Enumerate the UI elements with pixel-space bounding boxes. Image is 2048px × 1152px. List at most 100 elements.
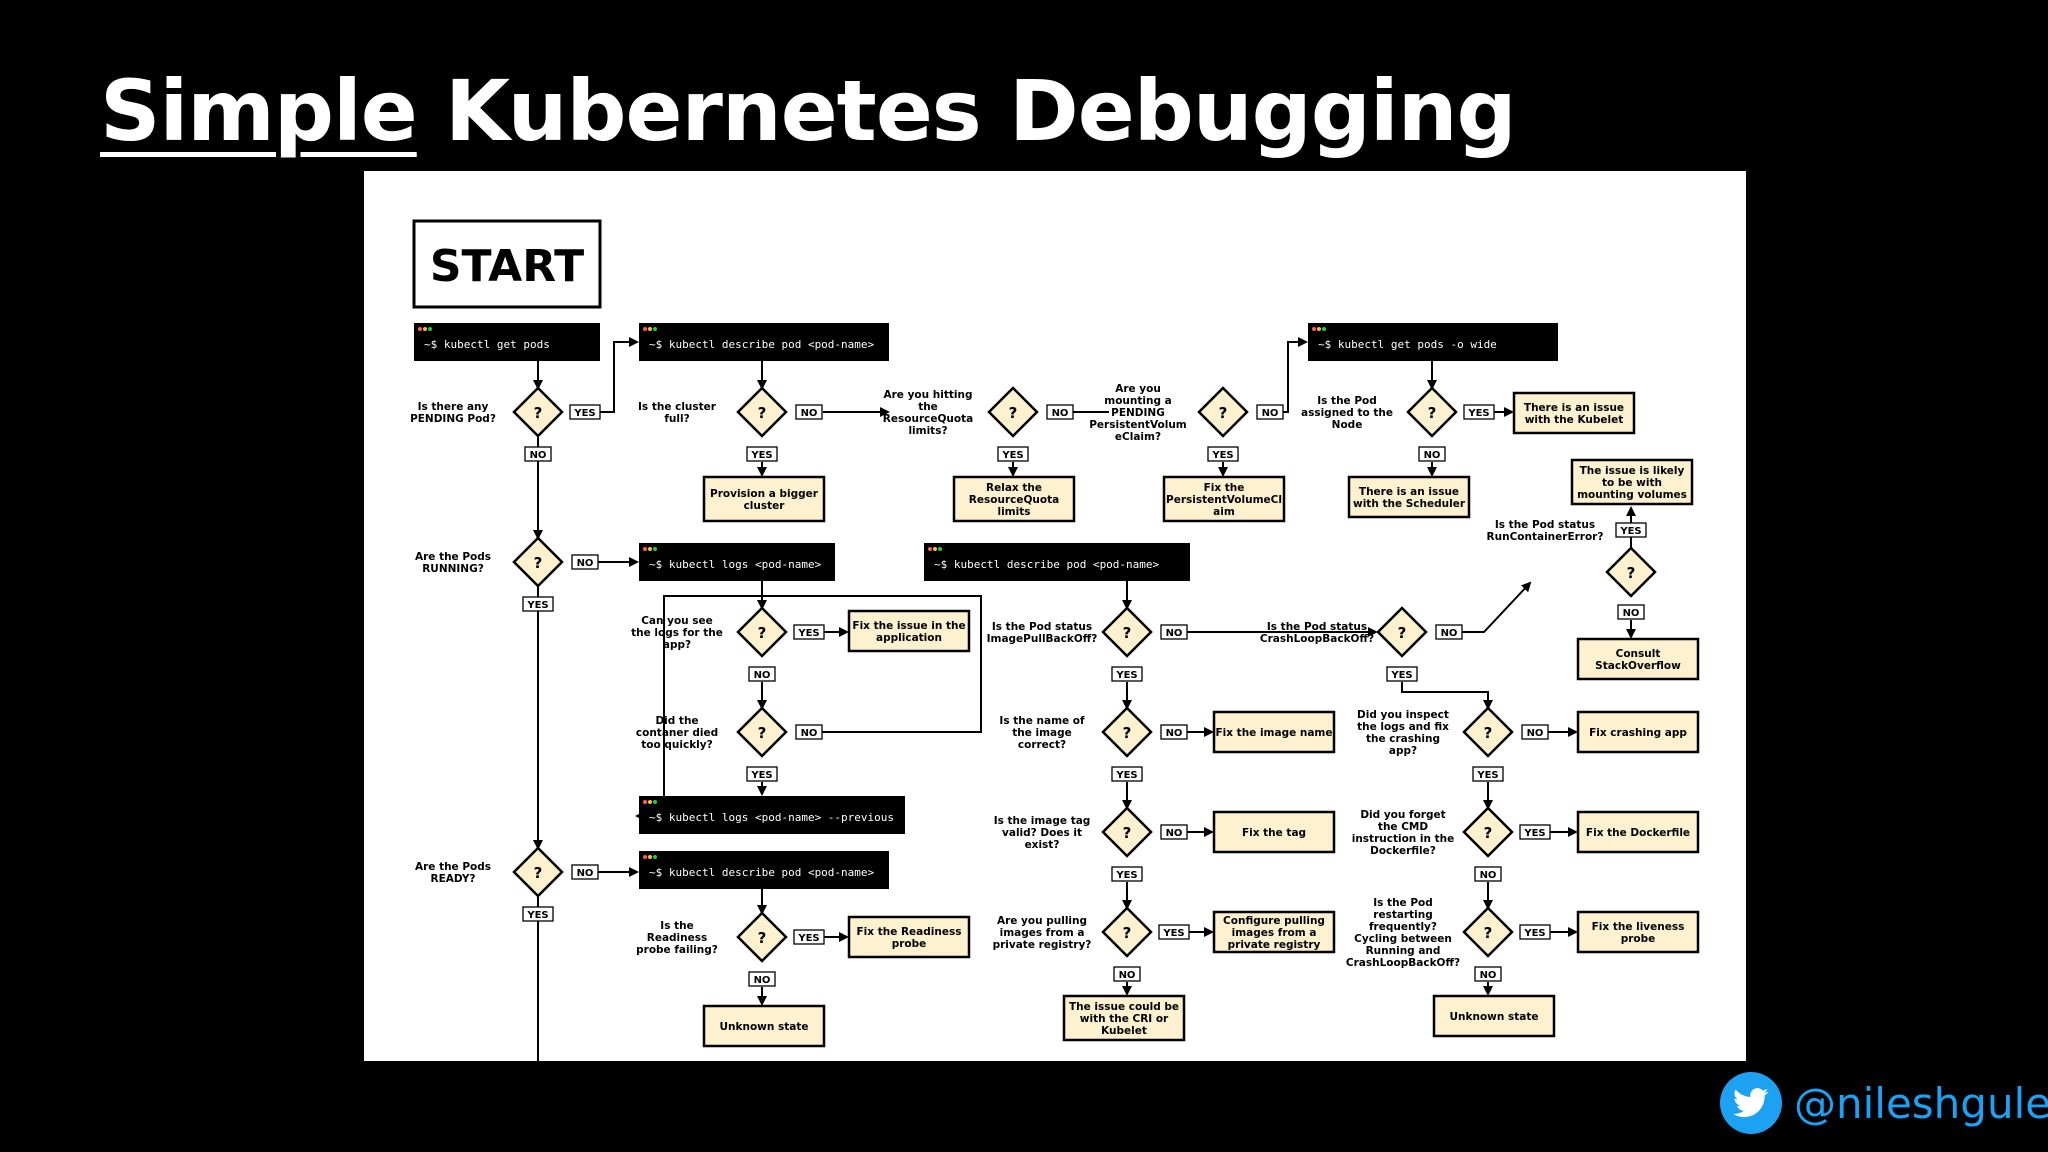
flowchart: START~$ kubectl get pods~$ kubectl descr… [410,219,1700,1061]
result-box [847,609,971,653]
branch-tag [795,724,823,740]
result-text: There is an issue [1359,486,1459,498]
branch-tag [1472,766,1504,782]
branch-label: YES [1619,526,1641,537]
terminal-box [1308,323,1558,361]
branch-tag [1521,724,1549,740]
result-box [952,475,1076,523]
branch-tag [1111,766,1143,782]
question-text: Is there any [418,401,489,413]
question-text: PENDING [1111,407,1165,419]
branch-tag [1207,446,1239,462]
window-dot-icon [648,855,652,859]
branch-tag [795,404,823,420]
question-text: correct? [1018,739,1066,751]
decision-mark: ? [1219,404,1228,422]
result-text: ResourceQuota [969,494,1059,506]
question-text: Are the Pods [415,861,491,873]
result-text: Kubelet [1101,1025,1147,1037]
result-text: probe [1621,933,1656,945]
decision-diamond [1376,606,1428,658]
branch-label: YES [750,450,772,461]
result-text: PersistentVolumeCl [1166,494,1282,506]
branch-label: YES [1390,670,1412,681]
question-text: instruction in the [1352,833,1455,845]
decision-diamond [736,386,788,438]
branch-label: NO [754,975,771,986]
result-text: Provision a bigger [710,488,819,500]
question-text: CrashLoopBackOff? [1260,633,1374,645]
result-box [1347,475,1471,519]
decision-mark: ? [1484,724,1493,742]
question-text: Running and [1366,945,1441,957]
branch-label: YES [1001,450,1023,461]
window-dot-icon [648,800,652,804]
window-dot-icon [653,855,657,859]
question-text: app? [663,639,691,651]
decision-diamond [1605,546,1657,598]
terminal-box [639,851,889,889]
question-text: Are the Pods [415,551,491,563]
twitter-handle[interactable]: @nileshgule [1720,1072,2048,1134]
decision-mark: ? [758,404,767,422]
question-text: Dockerfile? [1370,845,1436,857]
window-dot-icon [1322,327,1326,331]
terminal-command: ~$ kubectl describe pod <pod-name> [649,866,875,879]
branch-label: NO [1052,408,1069,419]
branch-tag [1463,404,1495,420]
question-text: Is the [660,920,693,932]
result-box [1062,994,1186,1042]
question-text: the image [1012,727,1072,739]
question-text: private registry? [993,939,1092,951]
decision-mark: ? [1398,624,1407,642]
window-dot-icon [643,547,647,551]
decision-mark: ? [1428,404,1437,422]
question-text: the logs and fix [1357,721,1449,733]
question-text: limits? [908,425,947,437]
window-dot-icon [418,327,422,331]
question-text: the logs for the [631,627,723,639]
decision-mark: ? [534,864,543,882]
question-text: the CMD [1378,821,1428,833]
terminal-command: ~$ kubectl logs <pod-name> --previous [649,811,894,824]
question-text: Are you [1115,383,1161,395]
window-dot-icon [643,800,647,804]
result-box [847,915,971,959]
result-box [1576,710,1700,754]
question-text: PENDING Pod? [410,413,496,425]
window-dot-icon [643,327,647,331]
window-dot-icon [1312,327,1316,331]
terminal-box [639,543,835,581]
question-text: the [918,401,938,413]
result-box [1162,475,1286,523]
question-text: exist? [1025,839,1060,851]
question-text: Is the Pod status [1495,519,1595,531]
branch-tag [1519,924,1551,940]
question-text: Cycling between [1354,933,1452,945]
handle-text: @nileshgule [1794,1078,2048,1128]
result-text: StackOverflow [1595,660,1681,672]
terminal-command: ~$ kubectl get pods -o wide [1318,338,1497,351]
branch-label: YES [1523,928,1545,939]
question-text: RUNNING? [422,563,484,575]
branch-label: NO [530,450,547,461]
branch-tag [1386,666,1418,682]
decision-mark: ? [1484,924,1493,942]
window-dot-icon [653,800,657,804]
result-text: with the Kubelet [1525,414,1624,426]
question-text: Did you inspect [1357,709,1449,721]
question-text: frequently? [1369,921,1437,933]
branch-label: YES [1467,408,1489,419]
question-text: Is the name of [999,715,1085,727]
question-text: Is the Pod status [1267,621,1367,633]
branch-label: NO [1424,450,1441,461]
decision-diamond [1462,806,1514,858]
question-text: too quickly? [641,739,712,751]
branch-label: NO [1623,608,1640,619]
result-text: images from a [1232,927,1317,939]
branch-tag [1111,666,1143,682]
result-text: Relax the [986,482,1042,494]
result-text: probe [892,938,927,950]
branch-label: YES [1523,828,1545,839]
branch-tag [1160,624,1188,640]
